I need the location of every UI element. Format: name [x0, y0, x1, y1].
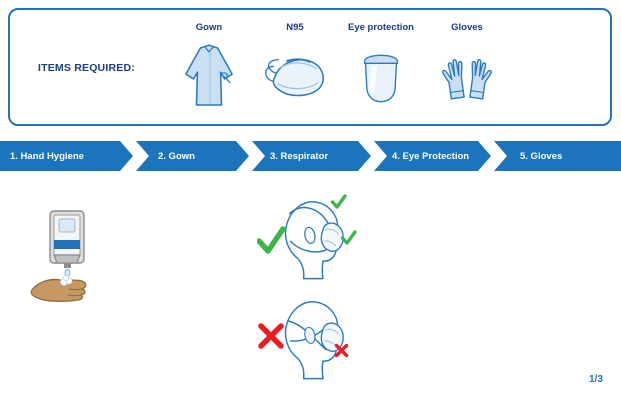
step-respirator: 3. Respirator — [252, 141, 371, 171]
face-shield-icon — [360, 40, 402, 114]
item-gloves-label: Gloves — [451, 22, 483, 33]
items-required-panel: ITEMS REQUIRED: Gown N95 — [8, 8, 612, 126]
check-small-right-icon — [340, 230, 357, 245]
gloves-icon — [439, 40, 495, 114]
step-eye-protection-label: 4. Eye Protection — [392, 150, 470, 162]
item-n95-label: N95 — [286, 22, 304, 33]
item-eye-protection-label: Eye protection — [348, 22, 414, 33]
items-required-list: Gown N95 — [166, 22, 510, 114]
n95-respirator-icon — [261, 40, 329, 114]
item-n95: N95 — [252, 22, 338, 114]
respirator-incorrect-illustration — [257, 290, 357, 392]
step-gloves: 5. Gloves — [494, 141, 621, 171]
item-gown: Gown — [166, 22, 252, 114]
hand-sanitizer-illustration — [30, 210, 100, 310]
head-with-n95-incorrect-icon — [258, 301, 349, 380]
cross-small-icon — [334, 343, 349, 358]
step-respirator-label: 3. Respirator — [270, 150, 329, 162]
step-gown-label: 2. Gown — [158, 150, 195, 162]
item-gown-label: Gown — [195, 22, 223, 33]
respirator-correct-illustration — [256, 190, 357, 292]
step-gown: 2. Gown — [136, 141, 249, 171]
check-small-upper-icon — [330, 194, 347, 209]
step-eye-protection: 4. Eye Protection — [374, 141, 491, 171]
item-gloves: Gloves — [424, 22, 510, 114]
hand-sanitizer-dispenser-icon — [30, 210, 87, 302]
step-hand-hygiene: 1. Hand Hygiene — [0, 141, 133, 171]
gown-icon — [182, 40, 236, 114]
donning-steps-bar: 1. Hand Hygiene 2. Gown 3. Respirator 4.… — [0, 141, 621, 171]
item-eye-protection: Eye protection — [338, 22, 424, 114]
step-hand-hygiene-label: 1. Hand Hygiene — [10, 150, 84, 162]
step-gloves-label: 5. Gloves — [520, 150, 563, 162]
page-indicator: 1/3 — [589, 374, 603, 385]
check-large-icon — [256, 226, 286, 254]
head-with-n95-correct-icon — [256, 194, 357, 280]
items-required-label: ITEMS REQUIRED: — [38, 62, 135, 74]
cross-large-icon — [258, 323, 284, 349]
